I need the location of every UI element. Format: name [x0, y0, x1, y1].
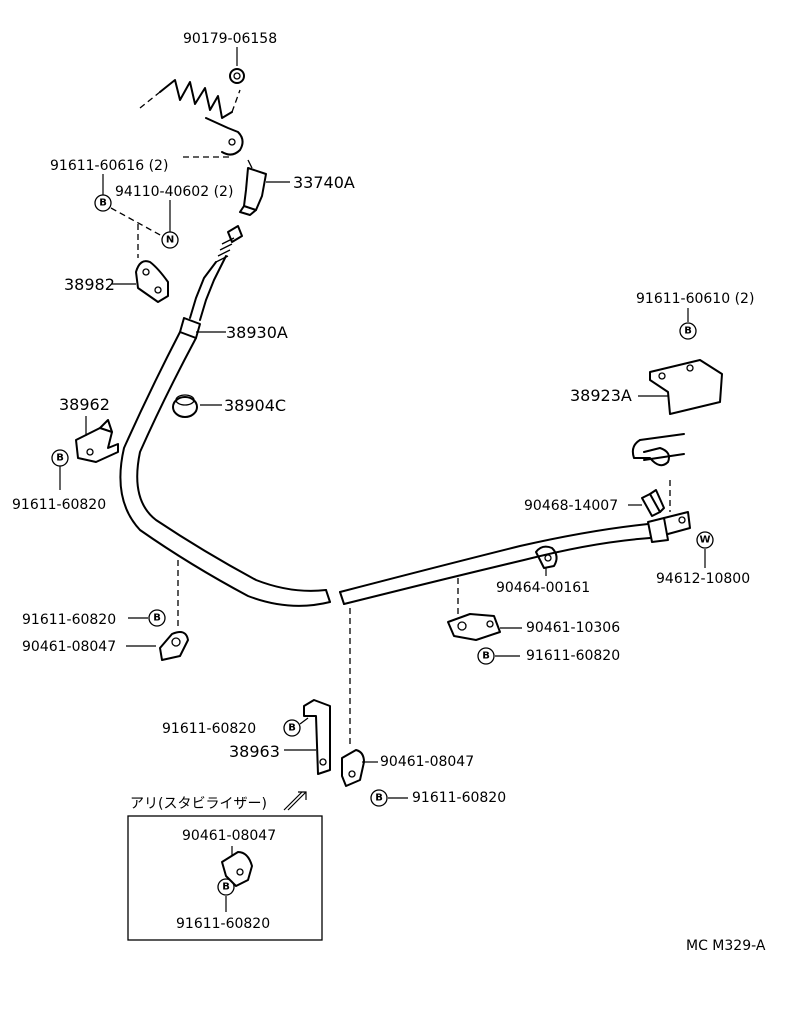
bolt-symbol-icon: [217, 878, 235, 896]
label-clamp-center: 90461-08047: [380, 754, 474, 770]
svg-text:W: W: [699, 535, 710, 546]
label-bolt-center: 91611-60820: [412, 790, 506, 806]
svg-text:B: B: [482, 651, 490, 662]
label-bolt-bracket-38963: 91611-60820: [162, 721, 256, 737]
svg-text:B: B: [56, 453, 64, 464]
clamp-left-low: 91611-60820 B 90461-08047: [22, 560, 189, 661]
pin-94612-10800: W 94612-10800: [656, 531, 750, 587]
spring-lever: [139, 79, 244, 158]
cable-38930a: 38930A: [119, 225, 691, 607]
washer-symbol-icon: [696, 531, 714, 549]
label-stabilizer-note: アリ(スタビライザー): [130, 796, 267, 812]
bolt-91611-60616: 91611-60616 (2) B: [50, 158, 168, 212]
label-bolt-right-qty: 91611-60610 (2): [636, 291, 754, 307]
svg-text:B: B: [288, 723, 296, 734]
label-pin: 94612-10800: [656, 571, 750, 587]
bolt-symbol-icon: [148, 609, 166, 627]
bolt-symbol-icon: [283, 719, 301, 737]
label-bolt-left-mid: 91611-60820: [12, 497, 106, 513]
bracket-38963: 91611-60820 B 38963: [162, 699, 331, 775]
label-clevis: 33740A: [293, 173, 355, 192]
bracket-38962: 38962: [59, 395, 119, 463]
label-clamp-left-low: 90461-08047: [22, 639, 116, 655]
label-clip-small: 90464-00161: [496, 580, 590, 596]
svg-text:B: B: [153, 613, 161, 624]
label-bracket-38923: 38923A: [570, 386, 632, 405]
label-bracket-38963: 38963: [229, 742, 280, 761]
label-bolt-left-low: 91611-60820: [22, 612, 116, 628]
svg-text:N: N: [166, 235, 174, 246]
inset-box: [127, 815, 323, 941]
bolt-symbol-icon: [477, 647, 495, 665]
label-inset-clamp: 90461-08047: [182, 828, 276, 844]
diagram-code: MC M329-A: [686, 938, 766, 954]
svg-text:B: B: [222, 882, 230, 893]
label-bolt-top: 90179-06158: [183, 31, 277, 47]
label-bolt-b-top: 91611-60616 (2): [50, 158, 168, 174]
label-bracket-38962: 38962: [59, 395, 110, 414]
clamp-center: 90461-08047 B 91611-60820: [341, 608, 506, 807]
nut-94110-40602: 94110-40602 (2) N: [110, 184, 233, 258]
clamp-90461-10306: 90461-10306 B 91611-60820: [447, 578, 620, 665]
svg-text:B: B: [375, 793, 383, 804]
grommet-38904c: 38904C: [172, 394, 286, 418]
bolt-symbol-icon: [370, 789, 388, 807]
label-cable: 38930A: [226, 323, 288, 342]
label-nut: 94110-40602 (2): [115, 184, 233, 200]
svg-text:B: B: [99, 198, 107, 209]
bolt-symbol-icon: [679, 322, 697, 340]
label-inset-bolt: 91611-60820: [176, 916, 270, 932]
bolt-left-mid: B 91611-60820: [12, 449, 106, 513]
clip-90468-14007: 90468-14007: [524, 489, 665, 517]
label-clamp-right: 90461-10306: [526, 620, 620, 636]
lever-rod: [631, 433, 685, 512]
nut-symbol-icon: [161, 231, 179, 249]
bolt-90179-06158: 90179-06158: [183, 31, 277, 84]
bolt-91611-60610: 91611-60610 (2) B: [636, 291, 754, 340]
label-clamp-38982: 38982: [64, 275, 115, 294]
svg-text:B: B: [684, 326, 692, 337]
label-clip: 90468-14007: [524, 498, 618, 514]
bracket-38923a: 38923A: [570, 359, 723, 415]
clip-90464-00161: 90464-00161: [496, 545, 590, 596]
label-bolt-right-low: 91611-60820: [526, 648, 620, 664]
bolt-symbol-icon: [94, 194, 112, 212]
clamp-38982: 38982: [64, 260, 169, 303]
clevis-33740a: 33740A: [239, 159, 355, 216]
stabilizer-inset: アリ(スタビライザー) 90461-08047 B 91611-60820: [127, 791, 323, 941]
label-grommet: 38904C: [224, 396, 286, 415]
